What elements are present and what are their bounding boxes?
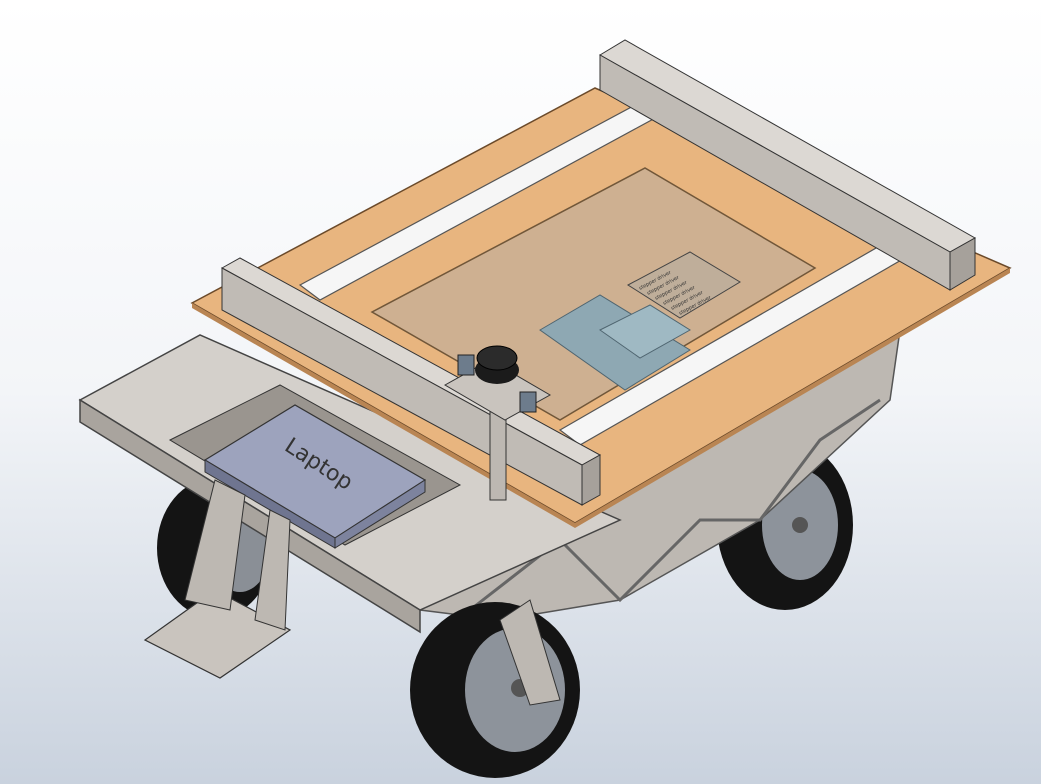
gantry-beam-rear <box>599 39 977 291</box>
laptop: Laptop <box>203 404 427 549</box>
front-wheel <box>410 599 580 778</box>
stepper-drivers: stepper driver stepper driver stepper dr… <box>627 251 741 319</box>
kickstand <box>143 589 292 679</box>
toolhead <box>443 345 552 501</box>
